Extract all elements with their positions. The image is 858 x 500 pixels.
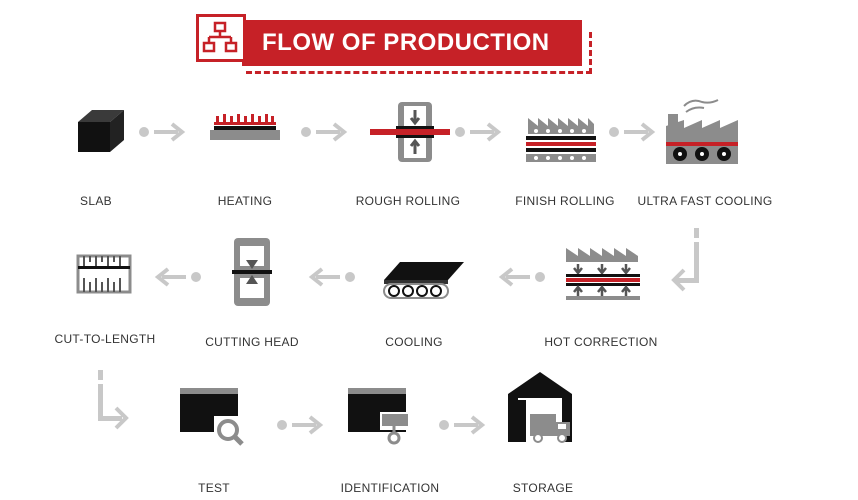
step-label-identification: IDENTIFICATION (340, 481, 440, 495)
flowchart-icon (196, 14, 246, 62)
flow-arrow-left (154, 267, 201, 287)
flow-arrow-left (308, 267, 355, 287)
step-label-slab: SLAB (80, 194, 112, 208)
flow-arrow-right (301, 122, 348, 142)
banner-dashed-outline (246, 32, 592, 74)
cut-to-length-ruler-icon (76, 254, 132, 294)
flow-arrow-down-right (98, 370, 129, 430)
heating-icon (210, 114, 280, 140)
flow-arrow-right (439, 415, 486, 435)
storage-warehouse-icon (508, 372, 572, 443)
page-title: FLOW OF PRODUCTION (262, 29, 550, 56)
finish-rolling-icon (526, 118, 596, 162)
step-label-test: TEST (198, 481, 230, 495)
flow-arrow-down-left (671, 228, 699, 292)
rough-rolling-press-icon (370, 102, 450, 162)
flow-arrow-right (609, 122, 656, 142)
cutting-head-press-icon (232, 238, 272, 306)
flow-arrow-right (277, 415, 324, 435)
step-label-heating: HEATING (217, 194, 273, 208)
step-label-rough-rolling: ROUGH ROLLING (355, 194, 461, 208)
step-label-finish-rolling: FINISH ROLLING (515, 194, 615, 208)
step-label-cut-to-length: CUT-TO-LENGTH (54, 332, 156, 346)
identification-tag-icon (348, 388, 410, 445)
hot-correction-icon (566, 248, 640, 300)
flow-arrow-right (139, 122, 186, 142)
flow-arrow-right (455, 122, 502, 142)
step-label-cooling: COOLING (385, 335, 443, 349)
test-magnifier-icon (180, 388, 244, 446)
step-label-hot-correction: HOT CORRECTION (544, 335, 658, 349)
factory-cooling-icon (666, 99, 738, 164)
title-banner (242, 20, 582, 66)
step-label-ultra-fast-cooling: ULTRA FAST COOLING (637, 194, 773, 208)
step-label-storage: STORAGE (512, 481, 574, 495)
step-label-cutting-head: CUTTING HEAD (205, 335, 299, 349)
cooling-conveyor-icon (383, 262, 464, 299)
flow-arrow-left (498, 267, 545, 287)
slab-block-icon (78, 110, 124, 152)
